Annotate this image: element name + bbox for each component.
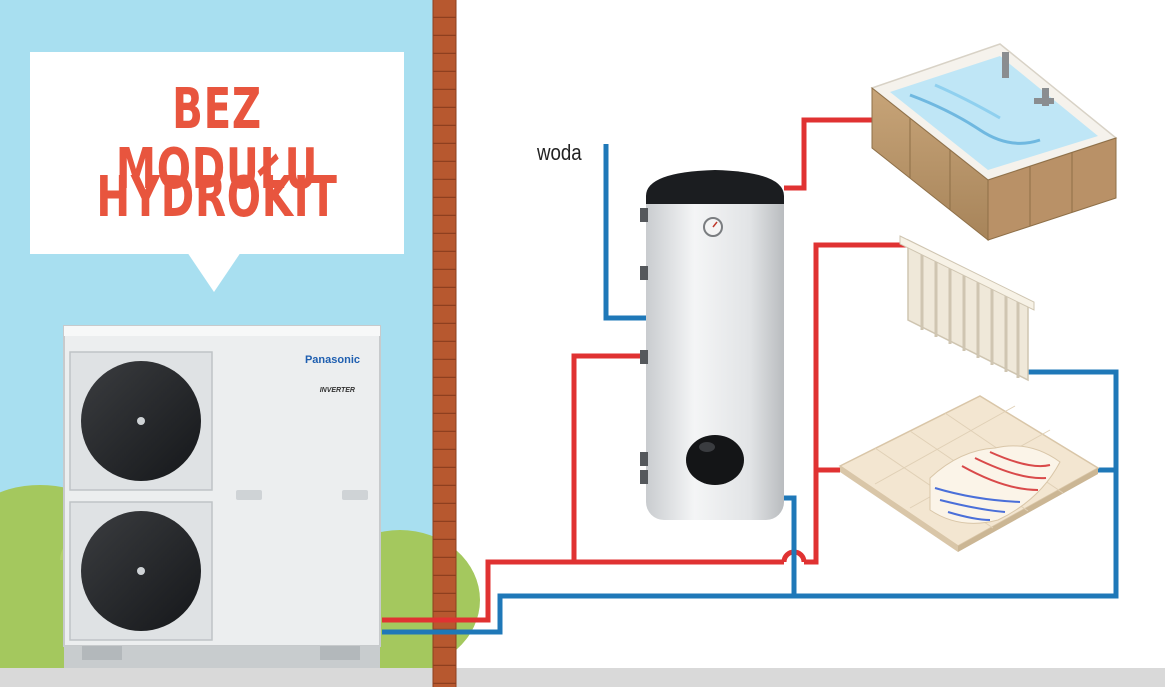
headline-bubble-tail bbox=[187, 252, 241, 292]
underfloor-heating-icon bbox=[838, 395, 1100, 552]
water-inlet-label: woda bbox=[537, 140, 582, 165]
hot-water-pipes bbox=[382, 117, 908, 623]
ground-strip bbox=[0, 668, 1165, 687]
inverter-badge: INVERTER bbox=[320, 387, 355, 394]
heat-pump-unit: Panasonic INVERTER bbox=[63, 325, 381, 668]
headline-bubble bbox=[30, 52, 404, 254]
radiator-icon bbox=[899, 235, 1035, 382]
heat-pump-brand: Panasonic bbox=[305, 354, 360, 366]
cold-water-pipes bbox=[382, 144, 1119, 635]
brick-wall bbox=[433, 0, 456, 687]
headline-line-2: HYDROKIT bbox=[96, 165, 338, 230]
hot-water-tank bbox=[640, 170, 784, 520]
headline-line-1: BEZ MODUŁU bbox=[115, 77, 319, 202]
bathtub-icon bbox=[870, 43, 1118, 242]
inspection-flange-icon bbox=[686, 435, 744, 485]
